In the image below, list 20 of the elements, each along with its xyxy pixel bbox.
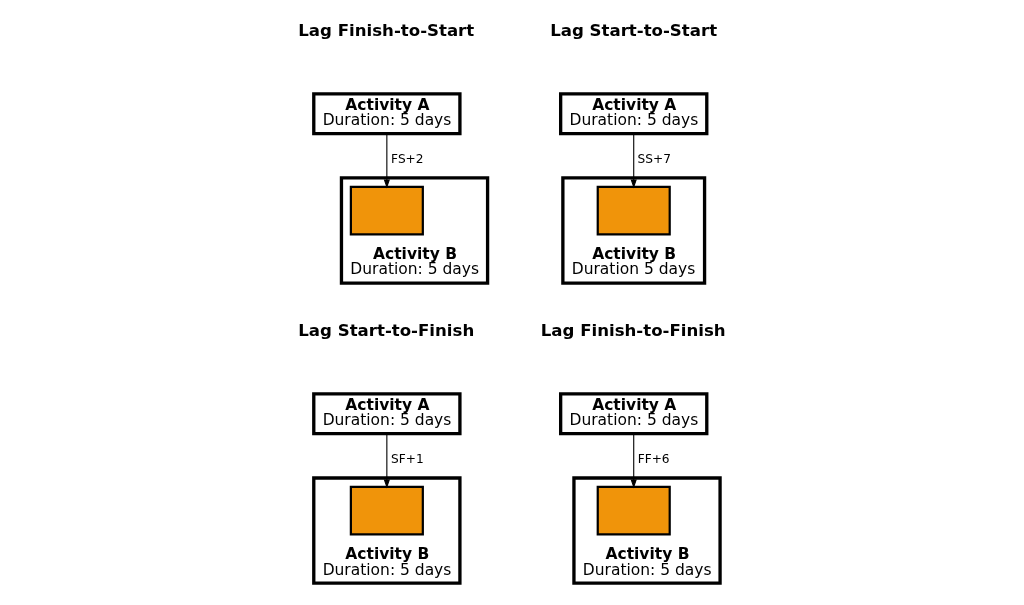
node-box: Activity A Duration: 5 days [558,392,708,436]
node-bar [349,185,424,236]
node-bar [349,485,424,536]
node-box: Activity A Duration: 5 days [311,92,462,136]
node-box: Activity A Duration: 5 days [558,92,708,136]
edge-label: FF+6 [637,452,670,467]
label: Lag Start-to-Start [549,20,717,40]
arrow [383,433,390,489]
arrow [383,133,390,189]
label: Lag Finish-to-Finish [540,320,726,340]
label: Lag Finish-to-Start [297,20,474,40]
edge-label: FS+2 [390,152,424,167]
node-bar [596,185,671,236]
node-bar [596,485,671,536]
arrow [630,433,637,489]
edge-label: SS+7 [637,152,671,167]
node-box: Activity A Duration: 5 days [311,392,462,436]
edge-label: SF+1 [390,452,424,467]
arrow [630,133,637,189]
label: Lag Start-to-Finish [297,320,474,340]
